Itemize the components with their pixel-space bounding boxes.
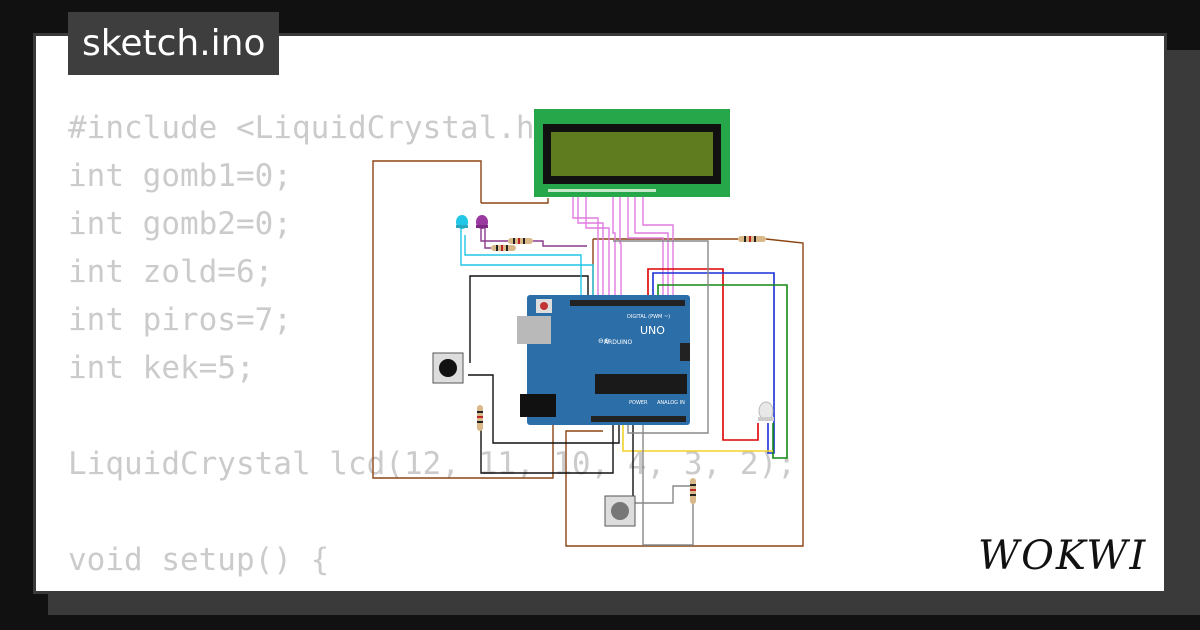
wires-brown: [372, 160, 804, 547]
wire-yellow: [622, 423, 773, 452]
file-tab-label: sketch.ino: [82, 23, 266, 64]
code-line: LiquidCrystal lcd(12, 11, 10, 4, 3, 2);: [68, 446, 796, 482]
code-line: #include <LiquidCrystal.h>: [68, 110, 554, 146]
lcd-display[interactable]: [534, 109, 730, 197]
preview-card: #include <LiquidCrystal.h> int gomb1=0; in…: [33, 33, 1167, 594]
wires-pink: [572, 193, 674, 296]
push-button-1[interactable]: [432, 352, 464, 384]
file-tab[interactable]: sketch.ino: [68, 12, 280, 75]
board-model-label: UNO: [640, 324, 665, 337]
code-line: int piros=7;: [68, 302, 292, 338]
wokwi-logo-text: WOKWI: [978, 533, 1147, 579]
code-line: int gomb2=0;: [68, 206, 292, 242]
code-line: int gomb1=0;: [68, 158, 292, 194]
power-jack: [520, 394, 556, 417]
circuit-diagram[interactable]: ⊖⊕ UNO ARDUINO DIGITAL (PWM ~) ANALOG IN…: [36, 36, 1167, 594]
reset-button: [540, 302, 548, 310]
board-power-label: POWER: [629, 400, 648, 406]
lcd-pins: [548, 189, 656, 192]
svg-text:⊖⊕: ⊖⊕: [598, 337, 610, 345]
arduino-uno-board[interactable]: ⊖⊕ UNO ARDUINO DIGITAL (PWM ~) ANALOG IN…: [517, 295, 690, 425]
code-line: void setup() {: [68, 542, 330, 578]
board-digital-label: DIGITAL (PWM ~): [627, 314, 670, 320]
resistor-4[interactable]: [477, 405, 483, 431]
code-line: int zold=6;: [68, 254, 274, 290]
board-brand-label: ARDUINO: [604, 339, 633, 346]
led-purple[interactable]: [476, 215, 488, 229]
atmega-chip: [595, 374, 687, 394]
usb-port: [517, 316, 551, 344]
code-line: pinMode(13, OUTPUT);: [68, 584, 796, 591]
push-button-2[interactable]: [604, 495, 636, 527]
wokwi-logo[interactable]: WOKWI: [978, 531, 1156, 579]
wires-led: [460, 228, 594, 296]
rgb-led[interactable]: [758, 401, 774, 421]
led-cyan[interactable]: [456, 215, 468, 229]
wires-gray: [613, 240, 709, 546]
code-line: int kek=5;: [68, 350, 255, 386]
board-analog-label: ANALOG IN: [657, 400, 685, 406]
digital-header: [570, 300, 685, 306]
code-preview: #include <LiquidCrystal.h> int gomb1=0; in…: [68, 104, 796, 591]
resistor-5[interactable]: [690, 478, 696, 504]
wires-rgb: [647, 268, 788, 459]
resistor-2[interactable]: [491, 245, 516, 251]
resistor-1[interactable]: [508, 238, 533, 244]
analog-header: [591, 416, 686, 422]
resistor-3[interactable]: [738, 236, 766, 242]
